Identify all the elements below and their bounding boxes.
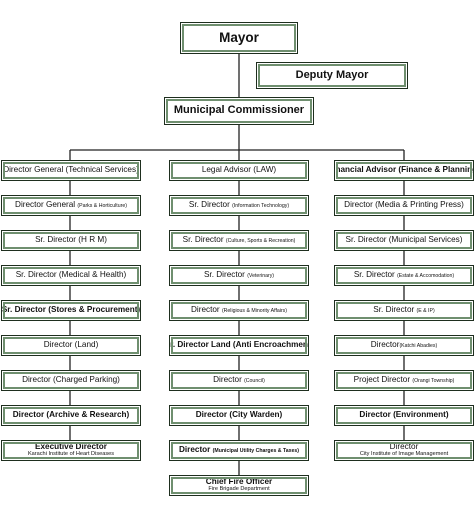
left-box-7-title: Director (Charged Parking) (22, 375, 120, 385)
left-box-2-detail: (Parks & Horticulture) (77, 203, 127, 210)
left-box-9-subtitle: Karachi Institute of Heart Diseases (27, 450, 115, 457)
middle-box-1-title: Legal Advisor (LAW) (201, 165, 277, 175)
left-box-8-title: Director (Archive & Research) (12, 410, 130, 420)
left-box-5: Sr. Director (Stores & Procurement) (1, 300, 141, 321)
left-box-6-title: Director (Land) (43, 340, 99, 350)
right-box-2-title: Director (Media & Printing Press) (344, 200, 464, 210)
middle-box-8-title: Director (City Warden) (195, 410, 283, 420)
left-box-6: Director (Land) (1, 335, 141, 356)
right-box-3-title: Sr. Director (Municipal Services) (345, 235, 463, 245)
municipal-commissioner-box: Municipal Commissioner (164, 97, 314, 125)
left-box-4-title: Sr. Director (Medical & Health) (15, 270, 127, 280)
left-box-1: Director General (Technical Services) (1, 160, 141, 181)
middle-box-7: Director (Council) (169, 370, 309, 391)
left-box-3: Sr. Director (H R M) (1, 230, 141, 251)
right-box-5-title: Sr. Director (373, 305, 417, 315)
middle-box-10-title: Chief Fire Officer (205, 477, 273, 487)
middle-box-3-detail: (Culture, Sports & Recreation) (225, 238, 296, 245)
right-box-3: Sr. Director (Municipal Services) (334, 230, 474, 251)
right-box-6: Director(Katchi Abadies) (334, 335, 474, 356)
middle-box-5-title: Director (191, 305, 222, 315)
right-box-8-title: Director (Environment) (359, 410, 449, 420)
middle-box-6-title: Sr. Director Land (Anti Encroachment) (169, 340, 309, 350)
right-box-1: Financial Advisor (Finance & Planning) (334, 160, 474, 181)
middle-box-7-title: Director (213, 375, 245, 385)
middle-box-9-title: Director (178, 445, 213, 455)
middle-box-2: Sr. Director (Information Technology) (169, 195, 309, 216)
middle-box-3-title: Sr. Director (182, 235, 226, 245)
left-box-2: Director General (Parks & Horticulture) (1, 195, 141, 216)
middle-box-5: Director (Religious & Minority Affairs) (169, 300, 309, 321)
right-box-7-title: Project Director (353, 375, 413, 385)
middle-box-7-detail: (Council) (244, 378, 265, 385)
middle-box-9-detail: (Municipal Utility Charges & Taxes) (212, 448, 300, 455)
left-box-9-title: Executive Director (35, 442, 107, 452)
left-box-7: Director (Charged Parking) (1, 370, 141, 391)
left-box-3-title: Sr. Director (H R M) (35, 235, 107, 245)
left-box-8: Director (Archive & Research) (1, 405, 141, 426)
left-box-4: Sr. Director (Medical & Health) (1, 265, 141, 286)
deputy-mayor-box: Deputy Mayor (256, 62, 408, 89)
middle-box-5-detail: (Religious & Minority Affairs) (221, 308, 287, 315)
middle-box-4-title: Sr. Director (203, 270, 248, 280)
deputy-mayor-label: Deputy Mayor (295, 68, 369, 81)
right-box-4: Sr. Director (Estate & Accomodation) (334, 265, 474, 286)
municipal-commissioner-label: Municipal Commissioner (173, 104, 305, 117)
right-box-9-subtitle: City Institute of Image Management (359, 450, 449, 457)
middle-box-2-detail: (Information Technology) (232, 203, 290, 210)
middle-box-8: Director (City Warden) (169, 405, 309, 426)
mayor-box: Mayor (180, 22, 298, 54)
mayor-label: Mayor (219, 29, 259, 45)
left-box-2-title: Director General (15, 200, 78, 210)
middle-box-1: Legal Advisor (LAW) (169, 160, 309, 181)
right-box-9-title: Director (389, 442, 419, 452)
right-box-6-detail: (Katchi Abadies) (399, 343, 438, 350)
right-box-4-title: Sr. Director (353, 270, 398, 280)
right-box-5: Sr. Director (E & IP) (334, 300, 474, 321)
middle-box-3: Sr. Director (Culture, Sports & Recreati… (169, 230, 309, 251)
middle-box-6: Sr. Director Land (Anti Encroachment) (169, 335, 309, 356)
middle-box-9: Director (Municipal Utility Charges & Ta… (169, 440, 309, 461)
right-box-7: Project Director (Orangi Township) (334, 370, 474, 391)
left-box-1-title: Director General (Technical Services) (3, 165, 139, 175)
right-box-1-title: Financial Advisor (Finance & Planning) (334, 165, 474, 175)
right-box-8: Director (Environment) (334, 405, 474, 426)
middle-box-4-detail: (Veterinary) (247, 273, 275, 280)
middle-box-2-title: Sr. Director (188, 200, 233, 210)
right-box-7-detail: (Orangi Township) (412, 378, 455, 385)
middle-box-10-subtitle: Fire Brigade Department (208, 485, 270, 492)
right-box-6-title: Director (370, 340, 400, 350)
right-box-4-detail: (Estate & Accomodation) (397, 273, 455, 280)
right-box-2: Director (Media & Printing Press) (334, 195, 474, 216)
middle-box-4: Sr. Director (Veterinary) (169, 265, 309, 286)
right-box-5-detail: (E & IP) (416, 308, 435, 315)
left-box-5-title: Sr. Director (Stores & Procurement) (1, 305, 141, 315)
